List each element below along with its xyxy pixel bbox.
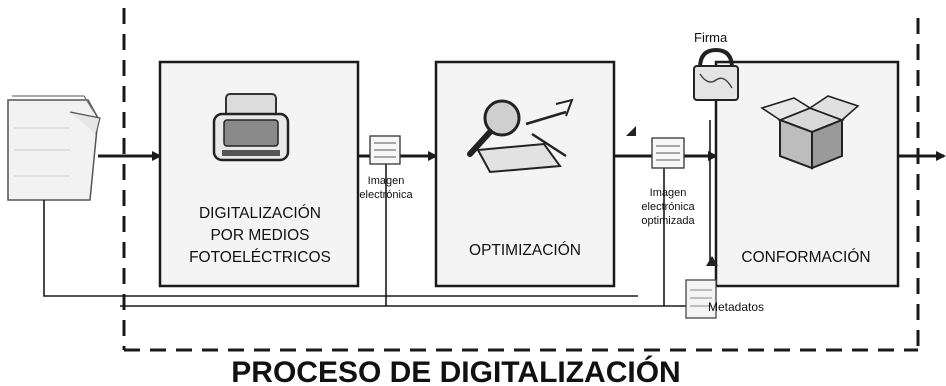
- box-optimizacion: OPTIMIZACIÓN: [434, 60, 616, 288]
- box1-line-2: POR MEDIOS: [210, 227, 309, 244]
- label-imagen-2b: electrónica: [641, 201, 695, 213]
- label-imagen-2a: Imagen: [650, 187, 687, 199]
- label-metadatos: Metadatos: [708, 300, 764, 314]
- scanner-icon: [212, 93, 290, 162]
- image-sheet-icon-1: [369, 135, 401, 165]
- image-sheet-icon-2: [626, 126, 685, 169]
- document-stack-icon: [7, 95, 101, 201]
- box3-line-1: CONFORMACIÓN: [741, 249, 870, 266]
- box2-line-1: OPTIMIZACIÓN: [469, 242, 581, 259]
- box1-line-1: DIGITALIZACIÓN: [199, 205, 321, 222]
- diagram-title: PROCESO DE DIGITALIZACIÓN: [231, 355, 680, 386]
- box-conformacion: CONFORMACIÓN: [714, 60, 900, 288]
- process-boundary: [122, 8, 920, 352]
- box-digitalizacion: DIGITALIZACIÓN POR MEDIOS FOTOELÉCTRICOS: [158, 60, 360, 288]
- metadata-lines: [43, 120, 711, 311]
- label-imagen-2c: optimizada: [641, 215, 695, 227]
- box1-line-3: FOTOELÉCTRICOS: [189, 249, 331, 266]
- label-firma: Firma: [694, 30, 728, 45]
- magnifier-tools-icon: [467, 98, 574, 174]
- open-box-icon: [760, 95, 860, 170]
- padlock-icon: [693, 47, 739, 101]
- label-imagen-1a: Imagen: [368, 175, 405, 187]
- data-document-icon: [685, 256, 718, 319]
- label-imagen-1b: electrónica: [359, 189, 413, 201]
